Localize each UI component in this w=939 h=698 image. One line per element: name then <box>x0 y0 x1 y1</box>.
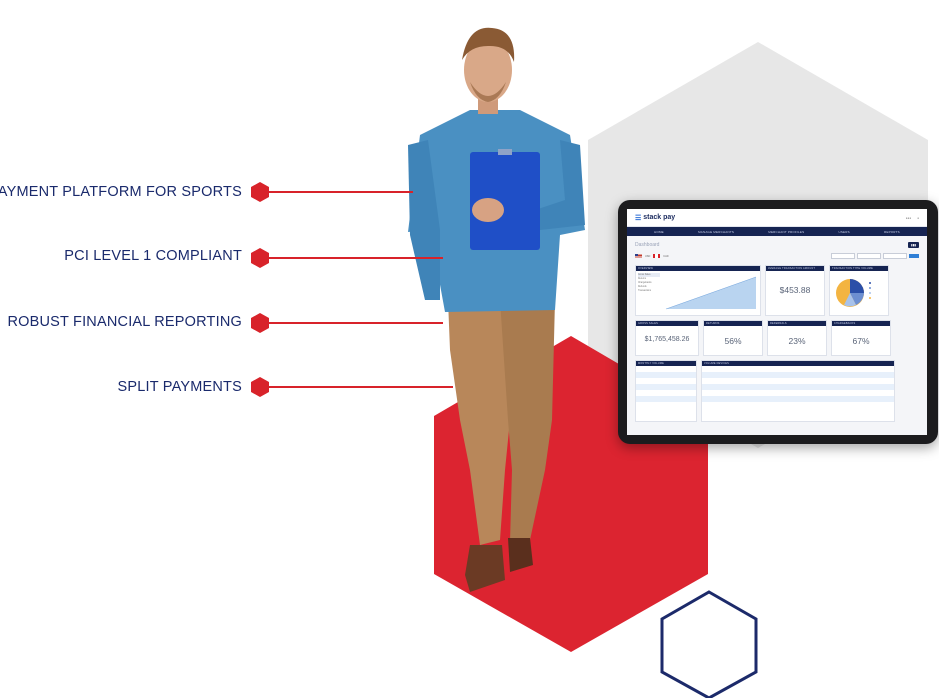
person-figure <box>408 27 585 592</box>
gross-sales-value: $1,765,458.26 <box>644 336 690 343</box>
us-flag-icon[interactable] <box>635 254 642 258</box>
tables-row: MONTHLY VOLUME VOLUME DEVICES <box>635 360 919 422</box>
overview-list: Gross Sales Returns Chargebacks Refunds … <box>636 271 662 313</box>
date-filters <box>831 253 919 259</box>
card-title: REFERRALS <box>768 321 826 326</box>
top-cards: OVERVIEW Gross Sales Returns Chargebacks… <box>635 265 919 316</box>
card-title: AVERAGE TRANSACTION AMOUNT <box>766 266 824 271</box>
stackpay-logo: ☰ stack pay <box>635 214 675 222</box>
card-title: TRANSACTION TYPE VOLUME <box>830 266 888 271</box>
account-menu[interactable]: ●●● <box>905 215 912 220</box>
canada-flag-icon[interactable] <box>653 254 661 258</box>
table-row <box>636 402 696 408</box>
card-title: GROSS SALES <box>636 321 698 326</box>
avg-amount-value: $453.88 <box>779 285 811 295</box>
dashboard-screen: ☰ stack pay ●●● ● HOME MANAGE MERCHANTS … <box>627 209 927 435</box>
apply-filter-button[interactable] <box>909 254 919 258</box>
dashboard-nav: HOME MANAGE MERCHANTS MERCHANT PROFILES … <box>627 227 927 236</box>
card-title: MONTHLY VOLUME <box>636 361 696 366</box>
overview-item[interactable]: Chargebacks <box>638 282 652 284</box>
feature-hex-icon <box>251 313 269 333</box>
type-volume-pie-chart <box>836 279 871 307</box>
brand-name: stack pay <box>643 214 676 221</box>
nav-reports[interactable]: REPORTS <box>884 229 900 234</box>
monthly-volume-table: MONTHLY VOLUME <box>635 360 697 422</box>
overview-item[interactable]: Gross Sales <box>638 273 660 277</box>
overview-card: OVERVIEW Gross Sales Returns Chargebacks… <box>635 265 761 316</box>
feature-hex-icon <box>251 182 269 202</box>
overview-item[interactable]: Returns <box>638 278 647 280</box>
feature-label-payment-platform: PAYMENT PLATFORM FOR SPORTS <box>0 184 242 200</box>
table-row <box>636 372 696 378</box>
feature-hex-icon <box>251 377 269 397</box>
flag-label-usd: USD <box>645 254 651 258</box>
chargebacks-value: 67% <box>852 336 870 346</box>
feature-label-pci: PCI LEVEL 1 COMPLIANT <box>64 248 242 264</box>
card-title: VOLUME DEVICES <box>702 361 894 366</box>
tablet-device: ☰ stack pay ●●● ● HOME MANAGE MERCHANTS … <box>618 200 938 444</box>
currency-flags: USD CAD <box>635 254 669 258</box>
feature-connector-line <box>268 322 443 324</box>
nav-home[interactable]: HOME <box>654 229 664 234</box>
dashboard-header-row: Dashboard ▮▮▮ <box>635 240 919 249</box>
dashboard-topbar: ☰ stack pay ●●● ● <box>627 209 927 227</box>
feature-connector-line <box>268 257 443 259</box>
table-row <box>702 396 894 402</box>
start-date-input[interactable] <box>857 253 881 259</box>
referrals-value: 23% <box>788 336 806 346</box>
avg-amount-card: AVERAGE TRANSACTION AMOUNT $453.88 <box>765 265 825 316</box>
referrals-card: REFERRALS 23% <box>767 320 827 356</box>
nav-users[interactable]: USERS <box>838 229 850 234</box>
type-volume-card: TRANSACTION TYPE VOLUME <box>829 265 889 316</box>
returns-value: 56% <box>724 336 742 346</box>
table-row <box>702 384 894 390</box>
gross-sales-card: GROSS SALES $1,765,458.26 <box>635 320 699 356</box>
card-title: RETURNS <box>704 321 762 326</box>
feature-label-split-payments: SPLIT PAYMENTS <box>117 379 242 395</box>
overview-item[interactable]: Refunds <box>638 286 647 288</box>
nav-merchant-profiles[interactable]: MERCHANT PROFILES <box>768 229 805 234</box>
end-date-input[interactable] <box>883 253 907 259</box>
logout-link[interactable]: ● <box>917 215 919 220</box>
table-row <box>702 372 894 378</box>
flag-label-cad: CAD <box>663 254 669 258</box>
dashboard-filter-row: USD CAD <box>635 251 919 261</box>
feature-connector-line <box>268 386 453 388</box>
feature-label-financial-reporting: ROBUST FINANCIAL REPORTING <box>7 314 242 330</box>
card-title: OVERVIEW <box>636 266 760 271</box>
table-row <box>702 402 894 408</box>
print-button[interactable]: ▮▮▮ <box>908 241 919 248</box>
table-row <box>636 384 696 390</box>
feature-hex-icon <box>251 248 269 268</box>
stackpay-logo-icon: ☰ <box>635 214 642 222</box>
table-row <box>636 396 696 402</box>
nav-manage-merchants[interactable]: MANAGE MERCHANTS <box>698 229 735 234</box>
navy-outline-hexagon <box>660 590 758 698</box>
returns-card: RETURNS 56% <box>703 320 763 356</box>
volume-devices-table: VOLUME DEVICES <box>701 360 895 422</box>
card-title: CHARGEBACKS <box>832 321 890 326</box>
merchant-select[interactable] <box>831 253 855 259</box>
dashboard-body: Dashboard ▮▮▮ USD CAD <box>627 236 927 426</box>
chargebacks-card: CHARGEBACKS 67% <box>831 320 891 356</box>
overview-area-chart <box>665 276 757 310</box>
overview-item[interactable]: Transactions <box>638 290 652 292</box>
feature-connector-line <box>268 191 413 193</box>
stat-cards: GROSS SALES $1,765,458.26 RETURNS 56% RE… <box>635 320 919 356</box>
page-title: Dashboard <box>635 241 660 248</box>
